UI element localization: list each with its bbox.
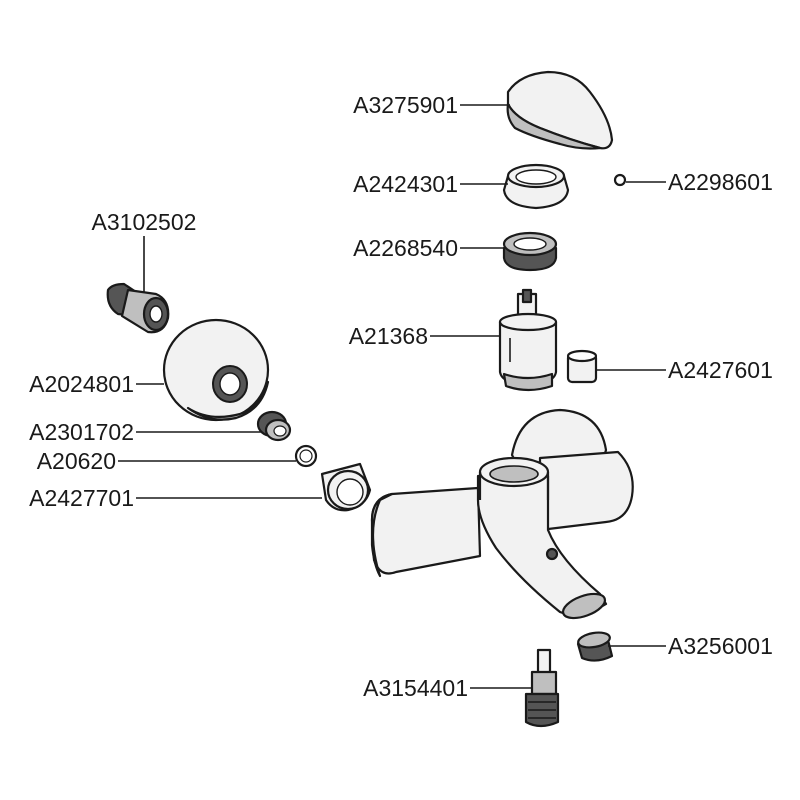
part-labels: A3275901 A2424301 A2298601 A2268540 A213…: [29, 92, 773, 701]
label-handle: A3275901: [353, 92, 458, 118]
cover-ring-part: [502, 163, 570, 210]
label-union-nut: A2427701: [29, 485, 134, 511]
set-screw-part: [613, 173, 627, 187]
label-check-valve: A2301702: [29, 419, 134, 445]
o-ring-part: [294, 444, 318, 468]
handle-part: [506, 70, 614, 150]
retaining-nut-part: [502, 231, 558, 272]
cap-part: [566, 349, 598, 384]
label-diverter: A3154401: [363, 675, 468, 701]
mixer-body: [370, 408, 634, 620]
label-cartridge: A21368: [349, 323, 428, 349]
label-o-ring: A20620: [37, 448, 116, 474]
diverter-part: [524, 648, 560, 728]
label-set-screw: A2298601: [668, 169, 773, 195]
label-cap: A2427601: [668, 357, 773, 383]
eccentric-connector-part: [106, 282, 170, 334]
union-nut-part: [320, 462, 372, 512]
check-valve-part: [256, 410, 292, 442]
wall-flange-part: [162, 318, 270, 422]
label-eccentric-connector: A3102502: [92, 209, 197, 235]
label-aerator: A3256001: [668, 633, 773, 659]
aerator-part: [576, 631, 614, 662]
label-retaining-nut: A2268540: [353, 235, 458, 261]
label-cover-ring: A2424301: [353, 171, 458, 197]
cartridge-part: [498, 288, 558, 392]
label-wall-flange: A2024801: [29, 371, 134, 397]
leader-lines: [118, 104, 666, 689]
